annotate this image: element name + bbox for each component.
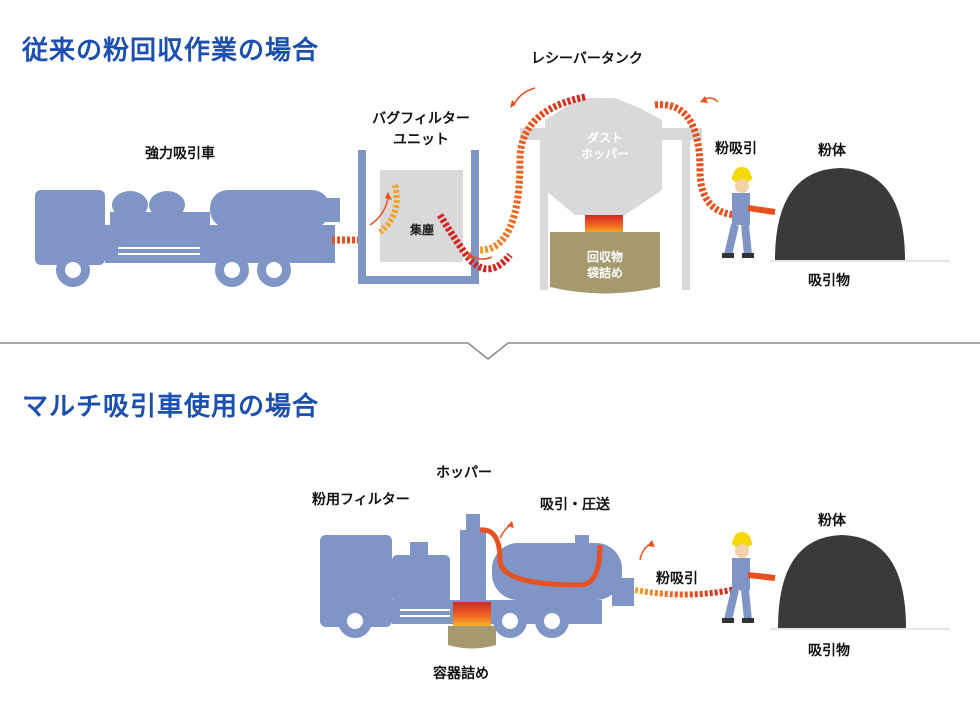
suctioned-material-label-1: 吸引物	[808, 273, 850, 289]
bagging-label-line1: 回収物	[586, 250, 624, 264]
suctioned-material-label-2: 吸引物	[808, 643, 850, 659]
suction-pressure-label: 吸引・圧送	[540, 497, 610, 513]
multi-suction-truck	[320, 514, 634, 627]
section1-title: 従来の粉回収作業の場合	[22, 36, 320, 66]
bagging-label-line2: 袋詰め	[586, 266, 624, 280]
strong-suction-truck-label: 強力吸引車	[145, 146, 215, 162]
truck2-wheels	[338, 604, 569, 638]
powder-suction-label-1: 粉吸引	[715, 141, 757, 157]
powder-label-1: 粉体	[818, 143, 846, 159]
dust-collection-label: 集塵	[409, 223, 435, 237]
container-filling-label: 容器詰め	[433, 666, 489, 682]
bag-filter-label-line1: バグフィルター	[372, 111, 470, 127]
powder-label-2: 粉体	[818, 513, 846, 529]
dust-hopper-label-line1: ダスト	[586, 131, 624, 145]
bag-filter-label-line2: ユニット	[393, 132, 449, 148]
hopper-label: ホッパー	[436, 465, 492, 481]
worker-2	[722, 532, 776, 623]
worker-1	[722, 167, 776, 258]
section2-title: マルチ吸引車使用の場合	[22, 392, 320, 422]
dust-hopper-label-line2: ホッパー	[580, 147, 630, 161]
strong-suction-truck	[35, 190, 340, 265]
powder-filter-label: 粉用フィルター	[312, 492, 410, 508]
truck1-wheels	[56, 253, 291, 287]
receiver-tank-label: レシーバータンク	[531, 51, 643, 67]
powder-suction-label-2: 粉吸引	[656, 571, 698, 587]
